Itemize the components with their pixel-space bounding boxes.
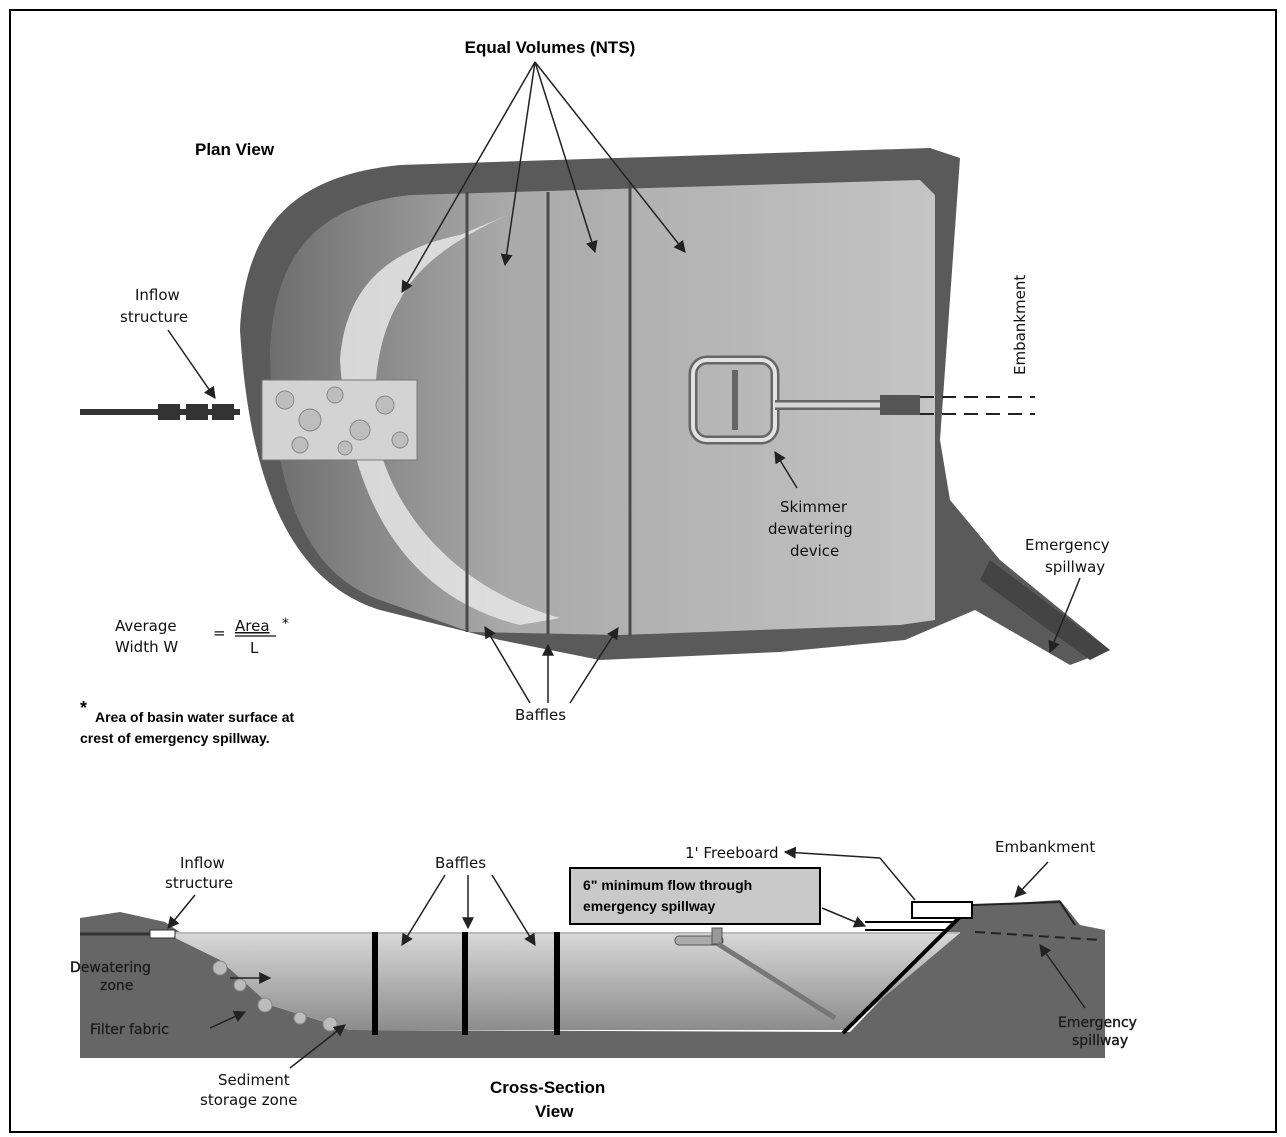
sediment-label-2: storage zone [200,1091,298,1109]
plan-inflow-label-1: Inflow [135,286,180,304]
min-flow-line-1: 6" minimum flow through [583,877,752,893]
plan-spillway-label-2: spillway [1045,558,1105,576]
cs-spillway-label-2: spillway [1072,1033,1128,1049]
dewatering-label-2: zone [100,978,133,994]
cs-spillway-label-1: Emergency [1058,1015,1137,1031]
avg-width-label-2: Width W [115,638,178,656]
sediment-label-1: Sediment [218,1071,290,1089]
cs-inflow-label-2: structure [165,874,233,892]
area-star: * [282,616,289,632]
cross-section-view: 6" minimum flow through emergency spillw… [70,838,1137,1121]
plan-baffles-label: Baffles [515,706,566,724]
plan-spillway-label-1: Emergency [1025,536,1110,554]
cs-title-2: View [535,1102,574,1121]
cs-embankment-label: Embankment [995,838,1095,856]
skimmer-label-1: Skimmer [780,498,848,516]
pipe-joint-1 [158,404,180,420]
freeboard-box [912,902,972,918]
area-label: Area [235,617,270,635]
length-label: L [250,639,259,657]
footnote-star: * [80,698,87,718]
equal-volumes-label: Equal Volumes (NTS) [465,38,636,57]
filter-fabric-label: Filter fabric [90,1022,169,1038]
freeboard-label: 1' Freeboard [685,844,779,862]
cs-inflow-label-1: Inflow [180,854,225,872]
dewatering-label-1: Dewatering [70,960,151,976]
footnote-line-1: Area of basin water surface at [95,709,295,725]
cs-title-1: Cross-Section [490,1078,605,1097]
cs-baffles-label: Baffles [435,854,486,872]
plan-view: Equal Volumes (NTS) Plan View Inflow str… [80,38,1110,746]
cs-inflow-pipe [150,930,175,938]
plan-inflow-label-2: structure [120,308,188,326]
pipe-joint-3 [212,404,234,420]
footnote-line-2: crest of emergency spillway. [80,730,270,746]
skimmer-label-2: dewatering [768,520,853,538]
avg-width-label-1: Average [115,617,177,635]
plan-embankment-label: Embankment [1011,275,1029,375]
plan-view-title: Plan View [195,140,275,159]
pipe-joint-2 [186,404,208,420]
equals-sign: = [213,624,226,642]
skimmer-label-3: device [790,542,839,560]
min-flow-line-2: emergency spillway [583,898,716,914]
